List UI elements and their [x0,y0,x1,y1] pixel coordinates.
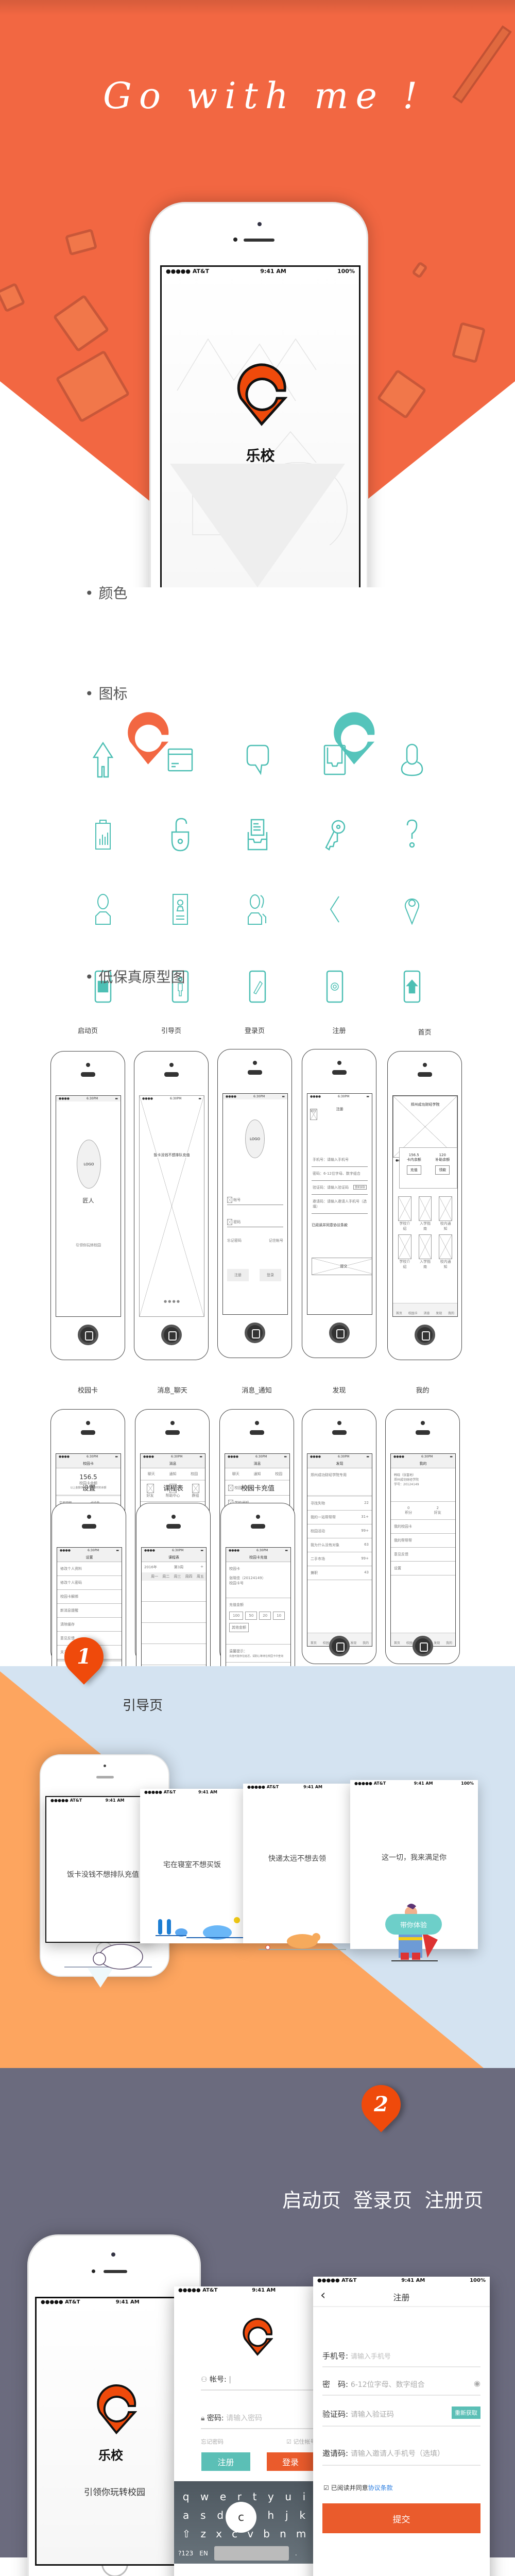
wf-label-register: 注册 [332,1027,346,1035]
section-2-pin: 2 [353,2077,409,2132]
home-icon [88,742,118,778]
user-icon: ⚇ [201,2376,208,2384]
eye-icon[interactable]: ◉ [473,2379,480,2388]
section-1-pin: 1 [56,1629,112,1685]
forgot-password-link[interactable]: 忘记密码 [201,2438,224,2445]
orange-logo-swatch [128,712,169,765]
wf-label-notify: 消息_通知 [242,1387,272,1395]
boxed-home-icon [397,969,427,1005]
question-icon [397,817,427,853]
hero-title: Go with me ! [103,75,425,117]
key-icon [319,817,350,853]
wf-mine: ●●●●6:30PM▬ 我的 韩晓（张富地）郑州成功财经学院学号：2012414… [385,1409,460,1664]
app-name: 乐校 [246,447,275,464]
campus-line-illustration [177,338,348,545]
shift-key-icon: ⇧ [182,2528,191,2540]
splash-logo-icon [97,2384,137,2435]
location-pin-icon [397,891,427,927]
remember-account-checkbox[interactable]: ☑ 记住帐号 [286,2438,316,2445]
code-field[interactable]: 验证码: 请输入验证码重新获取 [322,2402,480,2427]
colors-heading: 颜色 [85,582,128,603]
teal-logo-swatch [334,712,375,765]
phone-field[interactable]: 手机号: 请输入手机号 [322,2350,480,2367]
invite-field[interactable]: 邀请码: 请输入邀请人手机号（选填） [322,2442,480,2466]
wf-guide-screen: ●●●●6:30PM▬ 饭卡没钱不想排队充值 ● ● ● ● [139,1095,204,1317]
hippo-illustration [156,1917,243,1940]
wf-label-mine: 我的 [416,1387,430,1395]
register-button[interactable]: 注册 [201,2452,250,2471]
wf-register: ●●●●6:30PM▬ 返回 注册 手机号：请输入手机号 密码：6-12位字母、… [302,1049,376,1358]
guide-heading: 引导页 [123,1698,163,1714]
wf-guide: ●●●●6:30PM▬ 饭卡没钱不想排队充值 ● ● ● ● [134,1051,209,1360]
user-icon [397,742,427,778]
login-logo-icon [243,2318,273,2356]
phone-sensor [233,238,237,242]
person-icon [88,891,118,927]
boxed-gear-icon [319,969,350,1005]
wf-login: ●●●●6:30PM▬ LOGO 帐号 密码 忘记密码 记住帐号 注册 登录 [217,1049,292,1358]
agree-checkbox[interactable]: ☑ 已阅读并同意协议条款 [323,2484,393,2492]
login-heading: 启动页 登录页 注册页 [282,2189,484,2212]
register-navbar: ‹ 注册 [313,2284,490,2307]
login-button[interactable]: 登录 [267,2452,314,2471]
clipboard-chart-icon [88,817,118,853]
phone-speaker [244,239,274,242]
space-bar[interactable] [214,2546,289,2561]
polar-bear-illustration [64,1944,152,1988]
wf-home-button [77,1325,98,1345]
wf-label-discover: 发现 [332,1387,346,1395]
back-chevron-icon[interactable]: ‹ [320,2287,326,2303]
id-card-icon [165,891,196,927]
unlock-icon [165,817,196,853]
wf-tabbar: 首页校园卡消息发现我的 [393,1303,457,1316]
icons-heading: 图标 [85,683,128,703]
wireframes-heading: 低保真原型图 [85,966,185,987]
resend-code-button[interactable]: 重新获取 [452,2406,480,2419]
inbox-tray-icon [242,817,273,853]
card-icon [165,742,196,778]
account-field[interactable]: ⚇ 帐号: | [201,2374,314,2391]
hero-bottom-triangle [170,464,345,587]
wf-logo-circle: LOGO [77,1140,101,1189]
discover-tray-icon [319,742,350,778]
password-field[interactable]: 密 码: 6-12位字母、数字组合◉ [322,2374,480,2396]
submit-button[interactable]: 提交 [322,2503,480,2533]
wf-splash-screen: ●●●●6:30PM▬ LOGO 匠人 引领你玩转校园 [56,1095,121,1317]
wf-label-card: 校园卡 [77,1387,98,1395]
terms-link[interactable]: 协议条款 [368,2484,393,2492]
wf-splash: ●●●●6:30PM▬ LOGO 匠人 引领你玩转校园 [50,1051,125,1360]
users-icon [242,891,273,927]
wf-label-guide: 引导页 [161,1027,181,1035]
wf-label-settings: 设置 [82,1485,96,1493]
status-bar: ●●●●● AT&T 9:41 AM 100% [166,268,355,275]
hero-phone-shadow [154,587,360,588]
wf-label-splash: 启动页 [77,1027,98,1035]
boxed-pencil-icon [242,969,273,1005]
corgi-illustration [259,1933,346,1950]
wf-label-login: 登录页 [244,1027,265,1035]
app-logo-icon [237,363,287,426]
lock-icon: 🔒︎ [201,2414,205,2422]
wf-label-home: 首页 [418,1029,432,1037]
wf-label-schedule: 课程表 [163,1485,183,1493]
wf-pagination-dots: ● ● ● ● [163,1299,180,1303]
password-field[interactable]: 🔒︎ 密码: 请输入密码 [201,2413,314,2429]
experience-button[interactable]: 带你体验 [385,1914,442,1935]
wf-label-recharge: 校园卡充值 [241,1485,274,1493]
chat-bubble-icon [242,742,273,778]
key-pressed-popup: c [226,2502,256,2533]
phone-camera [258,222,262,226]
chevron-left-icon [319,891,350,927]
wf-label-chat: 消息_聊天 [157,1387,187,1395]
